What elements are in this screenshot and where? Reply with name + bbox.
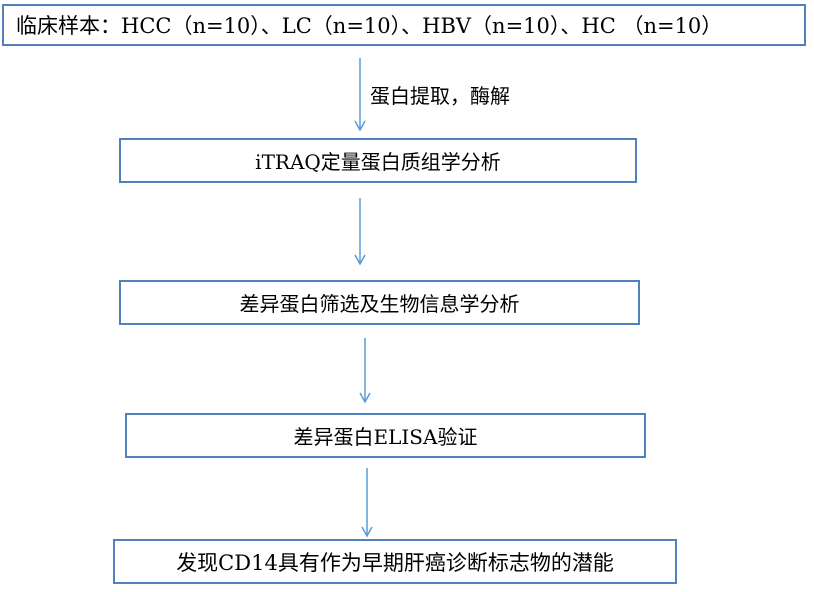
node-cd14-finding: 发现CD14具有作为早期肝癌诊断标志物的潜能	[113, 539, 677, 584]
node-label: iTRAQ定量蛋白质组学分析	[255, 150, 501, 174]
arrow-elisa-to-finding	[361, 468, 373, 538]
arrow-samples-to-itraq	[354, 58, 366, 132]
arrow-screening-to-elisa	[359, 338, 371, 404]
node-label: 临床样本：HCC（n=10）、LC（n=10）、HBV（n=10）、HC （n=…	[16, 14, 723, 38]
node-label: 发现CD14具有作为早期肝癌诊断标志物的潜能	[176, 550, 614, 575]
node-label: 差异蛋白筛选及生物信息学分析	[239, 292, 520, 316]
node-differential-screening: 差异蛋白筛选及生物信息学分析	[119, 280, 640, 325]
arrow-itraq-to-screening	[354, 198, 366, 266]
node-label: 差异蛋白ELISA验证	[293, 425, 478, 449]
node-itraq-proteomics: iTRAQ定量蛋白质组学分析	[119, 138, 637, 183]
node-clinical-samples: 临床样本：HCC（n=10）、LC（n=10）、HBV（n=10）、HC （n=…	[2, 4, 806, 46]
node-elisa-validation: 差异蛋白ELISA验证	[125, 413, 646, 458]
edge-label-protein-extraction: 蛋白提取，酶解	[370, 84, 510, 108]
